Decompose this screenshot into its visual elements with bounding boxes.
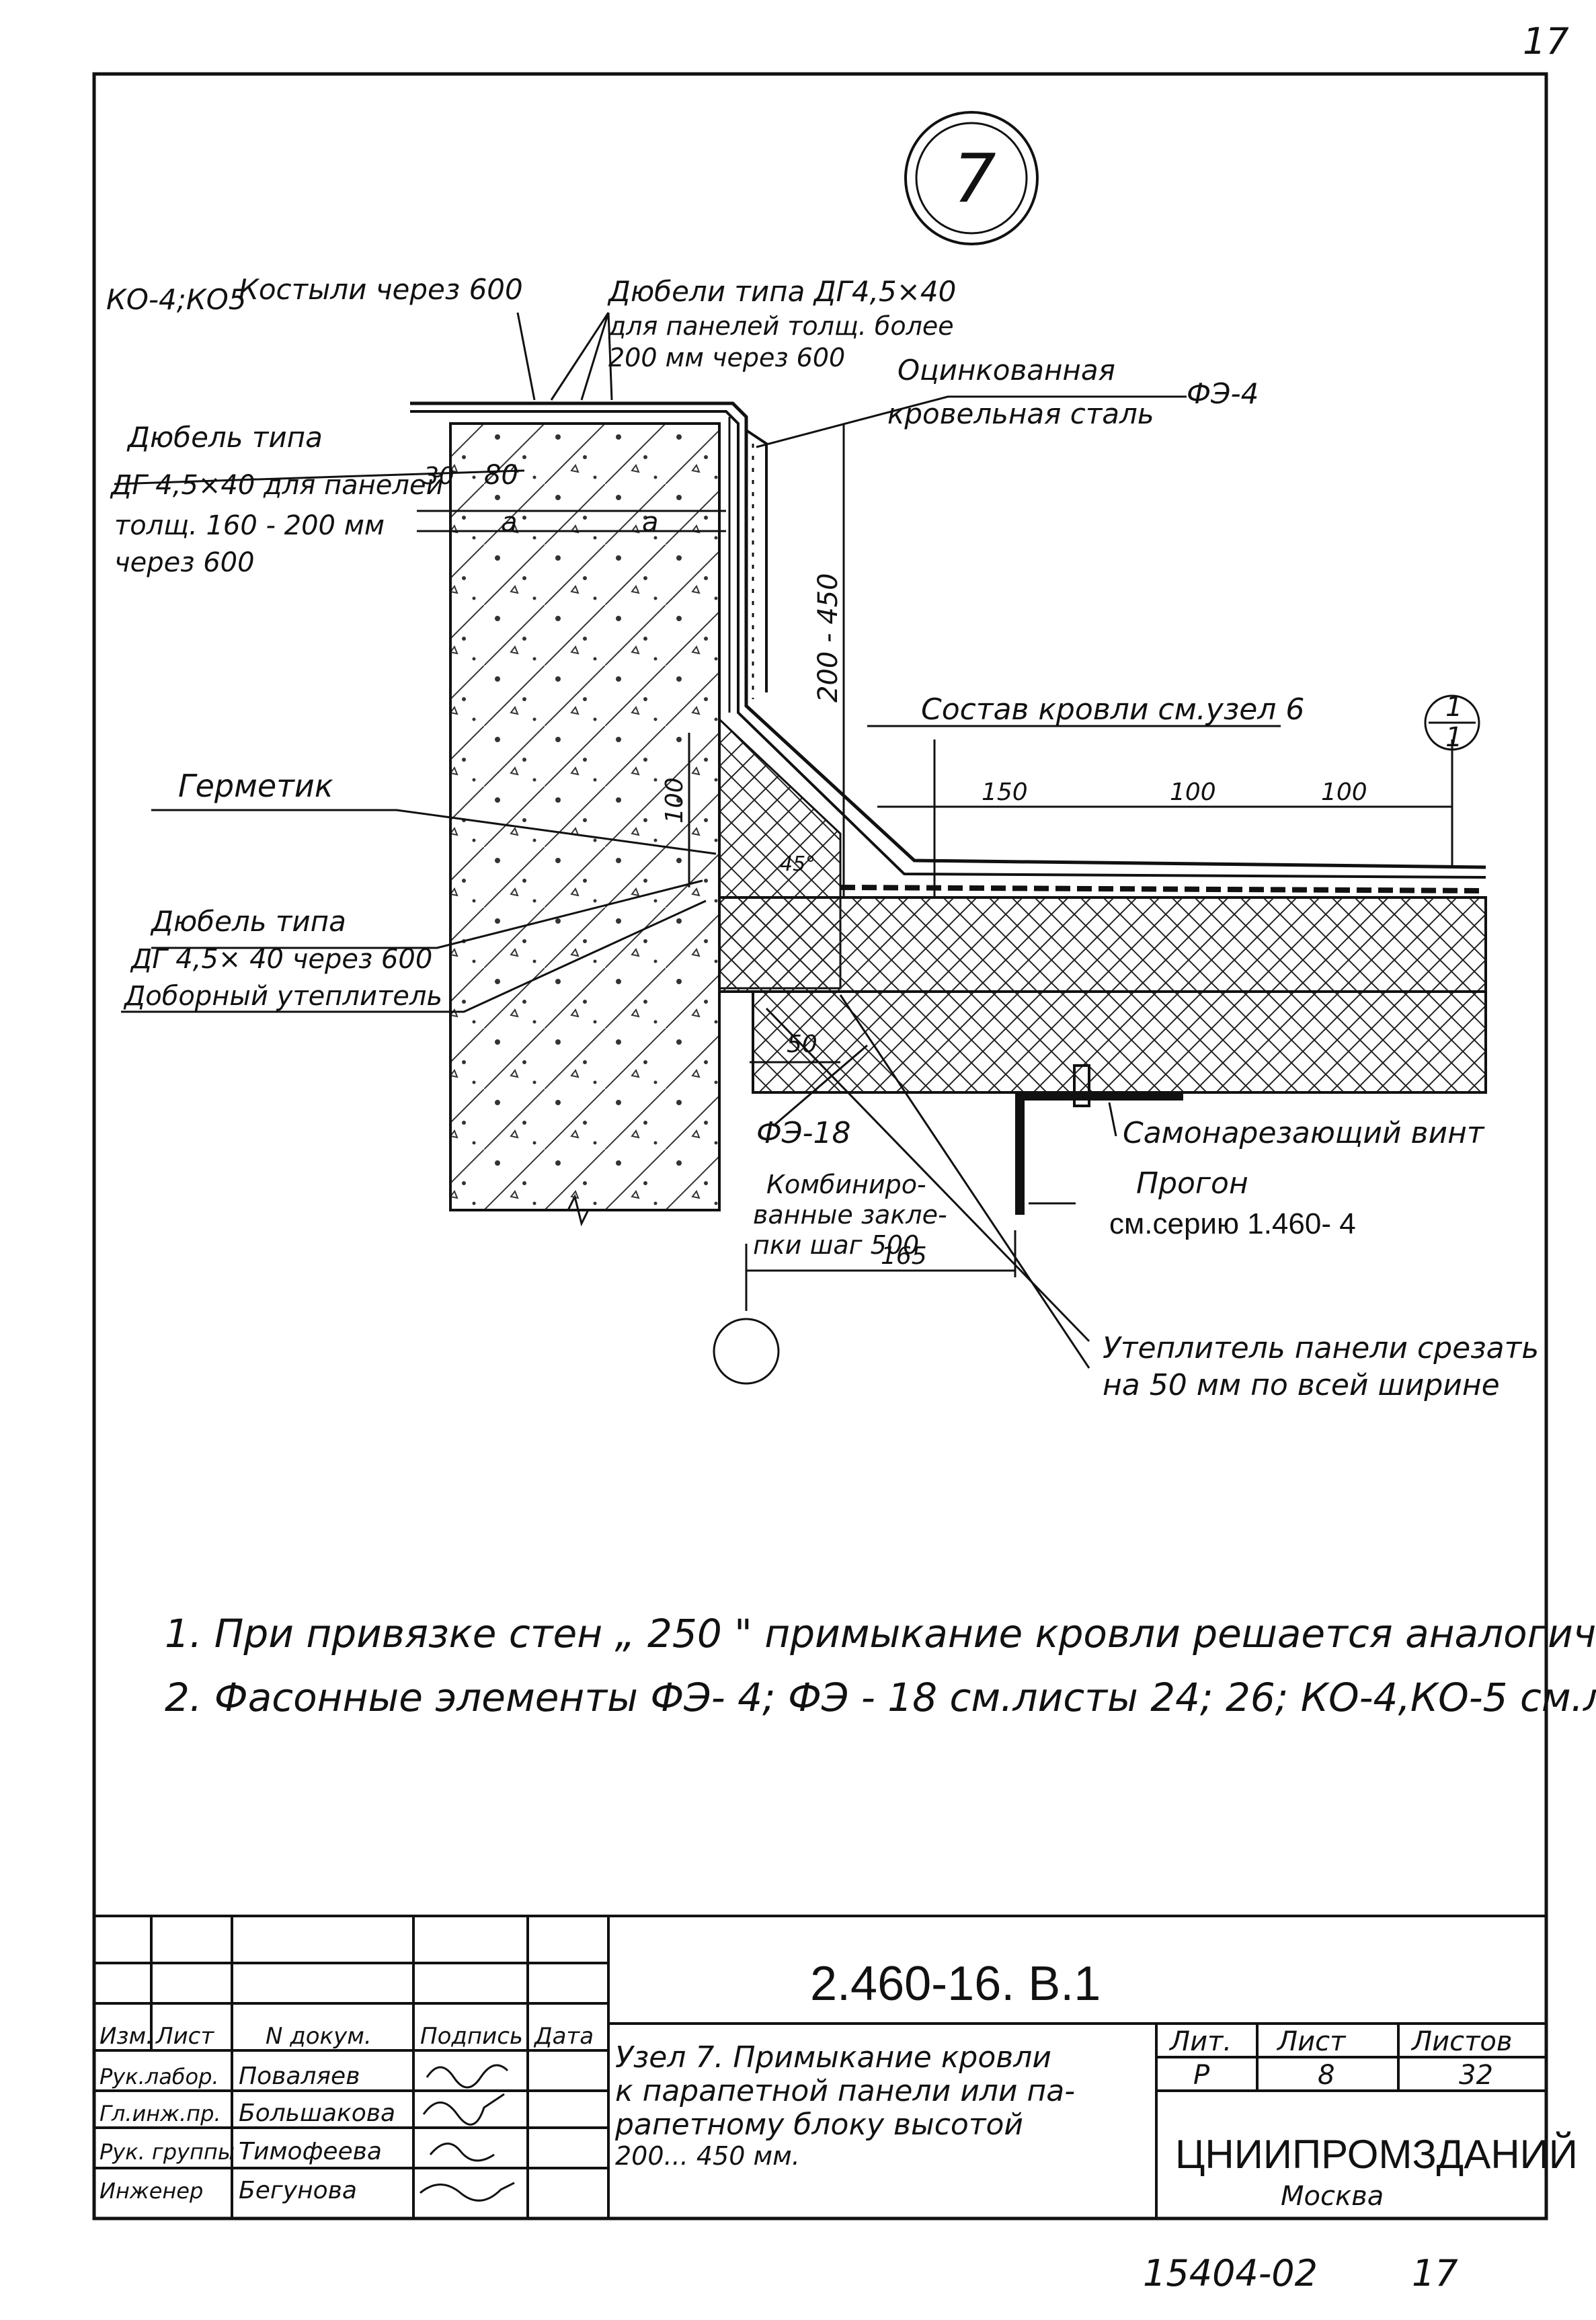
name-4: Бегунова <box>239 2177 357 2204</box>
list-value: 8 <box>1318 2060 1334 2091</box>
dim-165: 165 <box>881 1242 927 1270</box>
label-kostyli: Костыли через 600 <box>239 273 523 306</box>
dim-30: 30 <box>424 463 454 490</box>
col-list: Лист <box>155 2023 214 2050</box>
label-uteplitel-2: на 50 мм по всей ширине <box>1103 1368 1500 1402</box>
section-number: 1 <box>1445 692 1462 723</box>
lit-value: Р <box>1193 2060 1210 2091</box>
dim-150: 150 <box>982 778 1028 806</box>
purlin <box>1015 1064 1183 1215</box>
dim-a1: a <box>501 507 518 538</box>
label-dyubeli-top-1: Дюбели типа ДГ4,5×40 <box>607 275 956 308</box>
dim-80: 80 <box>484 460 518 491</box>
dim-50: 50 <box>787 1031 817 1058</box>
title-line-3: рапетному блоку высотой <box>614 2108 1023 2142</box>
node-marker: 7 <box>904 111 1039 245</box>
label-dyubel-left-4: через 600 <box>114 547 255 578</box>
name-1: Поваляев <box>239 2063 360 2090</box>
list-label: Лист <box>1276 2026 1347 2057</box>
col-dokum: N докум. <box>266 2023 372 2050</box>
label-dyubel-left-1: Дюбель типа <box>126 421 323 454</box>
name-3: Тимофеева <box>239 2138 382 2165</box>
note-2: 2. Фасонные элементы ФЭ- 4; ФЭ - 18 см.л… <box>165 1675 1596 1720</box>
role-4: Инженер <box>99 2178 203 2204</box>
label-dyubel-left-3: толщ. 160 - 200 мм <box>114 510 385 541</box>
label-ocink-2: кровельная сталь <box>887 397 1154 430</box>
label-dyubeli-top-3: 200 мм через 600 <box>608 343 845 372</box>
label-kombin-2: ванные закле- <box>753 1200 947 1230</box>
label-ocink-1: Оцинкованная <box>897 354 1115 387</box>
label-dobornyi: Доборный утеплитель <box>123 981 442 1012</box>
listov-label: Листов <box>1410 2026 1512 2057</box>
dimension-labels: 30 80 a a 200 - 450 150 100 100 100 45° … <box>424 460 1367 1270</box>
col-data: Дата <box>533 2023 594 2050</box>
dim-45: 45° <box>780 852 815 876</box>
label-sostav: Состав кровли см.узел 6 <box>921 692 1304 727</box>
top-sheet-number: 17 <box>1523 20 1569 63</box>
label-dyubel-mid-1: Дюбель типа <box>150 905 346 938</box>
col-podpis: Подпись <box>420 2023 523 2050</box>
section-denominator: 1 <box>1445 722 1462 753</box>
label-germetik: Герметик <box>178 768 333 804</box>
bottom-sheet: 17 <box>1412 2252 1458 2294</box>
col-izm: Изм. <box>99 2023 153 2050</box>
reference-circle <box>713 1318 780 1385</box>
label-kombin-1: Комбиниро- <box>766 1170 926 1199</box>
role-3: Рук. группы <box>99 2139 235 2165</box>
label-progon-1: Прогон <box>1136 1166 1248 1201</box>
notes: 1. При привязке стен „ 250 " примыкание … <box>165 1611 1596 1720</box>
doc-code: 2.460-16. В.1 <box>810 1957 1101 2011</box>
title-block-text: 2.460-16. В.1 Изм. Лист N докум. Подпись… <box>99 1957 1578 2212</box>
label-fe18: ФЭ-18 <box>756 1116 850 1150</box>
break-line <box>551 1193 605 1227</box>
leader-lines <box>114 312 1281 1369</box>
label-uteplitel-1: Утеплитель панели срезать <box>1103 1331 1539 1365</box>
parapet-panel <box>449 422 721 1211</box>
label-dyubel-mid-2: ДГ 4,5× 40 через 600 <box>130 944 432 975</box>
dim-200-450: 200 - 450 <box>813 573 844 703</box>
dim-100a: 100 <box>1170 778 1216 806</box>
organization: ЦНИИПРОМЗДАНИЙ <box>1175 2132 1578 2177</box>
label-samonarez: Самонарезающий винт <box>1123 1116 1485 1150</box>
label-fe4: ФЭ-4 <box>1187 377 1259 410</box>
lit-label: Лит. <box>1168 2026 1232 2057</box>
label-progon-2: см.серию 1.460- 4 <box>1109 1207 1356 1240</box>
title-block <box>93 1915 1548 2220</box>
dim-100b: 100 <box>1321 778 1367 806</box>
dim-100-vertical: 100 <box>661 777 688 824</box>
role-2: Гл.инж.пр. <box>99 2101 221 2126</box>
name-2: Большакова <box>239 2099 395 2127</box>
city: Москва <box>1281 2181 1384 2212</box>
label-dyubel-left-2: ДГ 4,5×40 для панелей <box>110 470 444 501</box>
node-label: 7 <box>953 139 996 218</box>
drawing-labels: КО-4;КО5 Костыли через 600 Дюбели типа Д… <box>106 273 1539 1402</box>
listov-value: 32 <box>1459 2060 1493 2091</box>
dimension-lines <box>417 424 1453 1311</box>
section-marker: 1 1 <box>1424 692 1480 753</box>
label-kombin-3: пки шаг 500 <box>753 1230 919 1260</box>
label-dyubeli-top-2: для панелей толщ. более <box>608 311 954 341</box>
signatures <box>420 2064 515 2202</box>
title-line-4: 200... 450 мм. <box>615 2141 800 2171</box>
dim-a2: a <box>642 507 659 538</box>
title-line-2: к парапетной панели или па- <box>615 2074 1075 2108</box>
role-1: Рук.лабор. <box>99 2064 219 2089</box>
roof-insulation <box>718 885 1487 1094</box>
bottom-code: 15404-02 <box>1143 2252 1318 2294</box>
title-line-1: Узел 7. Примыкание кровли <box>615 2040 1051 2075</box>
note-1: 1. При привязке стен „ 250 " примыкание … <box>165 1611 1596 1656</box>
label-ko: КО-4;КО5 <box>106 283 247 316</box>
